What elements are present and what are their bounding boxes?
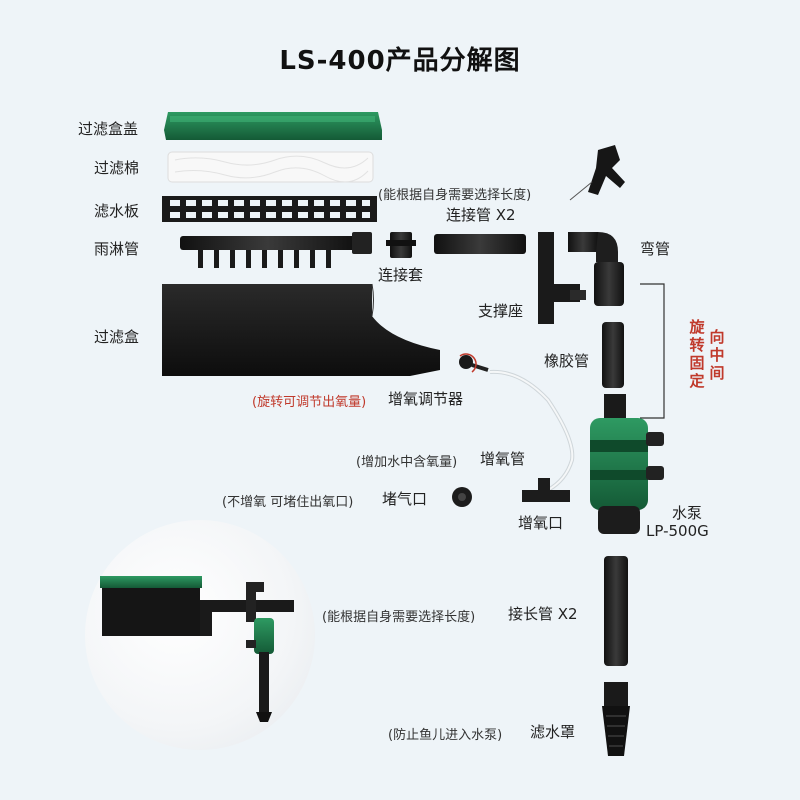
label-air-outlet: 增氧口 (518, 514, 564, 532)
connector-sleeve-graphic (386, 232, 416, 258)
label-box: 过滤盒 (94, 328, 140, 346)
label-air-pipe: 增氧管 (480, 450, 526, 468)
label-elbow: 弯管 (640, 240, 671, 258)
clamp-graphic (569, 145, 625, 201)
label-ext-pipe: 接长管 X2 (508, 605, 578, 623)
label-connect-pipe: 连接管 X2 (446, 206, 516, 224)
rotate-bracket (640, 283, 665, 419)
note-strainer: (防止鱼儿进入水泵) (388, 728, 503, 743)
label-support: 支撑座 (478, 302, 524, 320)
label-cotton: 过滤棉 (94, 159, 140, 177)
label-connector-sleeve: 连接套 (378, 266, 424, 284)
cotton-graphic (167, 151, 374, 183)
regulator-graphic (459, 353, 489, 373)
pump-graphic (590, 394, 664, 534)
note-plug: (不增氧 可堵住出氧口) (222, 495, 354, 510)
label-toward-center: 向中间 (709, 328, 725, 382)
label-plug: 堵气口 (382, 490, 428, 508)
ext-pipe-graphic (604, 556, 628, 666)
label-rotate-fix: 旋转固定 (689, 318, 705, 390)
filter-box-graphic (162, 283, 440, 376)
note-regulator: (旋转可调节出氧量) (252, 395, 367, 410)
label-rain-pipe: 雨淋管 (94, 240, 140, 258)
label-plate: 滤水板 (94, 202, 140, 220)
label-strainer: 滤水罩 (530, 723, 576, 741)
label-pump: 水泵 (672, 504, 703, 522)
assembled-unit-graphic (100, 576, 294, 722)
elbow-graphic (568, 232, 624, 306)
note-air-pipe: (增加水中含氧量) (356, 455, 458, 470)
plate-graphic (162, 196, 377, 222)
air-pipe-graphic (489, 369, 575, 492)
strainer-graphic (602, 682, 630, 756)
support-graphic (538, 232, 586, 324)
note-connect-pipe: (能根据自身需要选择长度) (378, 188, 532, 203)
lid-graphic (164, 112, 382, 140)
connect-pipe-graphic (434, 234, 526, 254)
rubber-pipe-graphic (602, 322, 624, 388)
note-ext-pipe: (能根据自身需要选择长度) (322, 610, 476, 625)
label-pump-model: LP-500G (646, 522, 709, 540)
label-regulator: 增氧调节器 (388, 390, 464, 408)
air-outlet-graphic (522, 478, 570, 502)
plug-graphic (452, 487, 472, 507)
label-rubber-pipe: 橡胶管 (544, 352, 590, 370)
page-title: LS-400产品分解图 (279, 46, 521, 76)
rain-pipe-graphic (180, 232, 372, 268)
label-lid: 过滤盒盖 (78, 120, 139, 138)
